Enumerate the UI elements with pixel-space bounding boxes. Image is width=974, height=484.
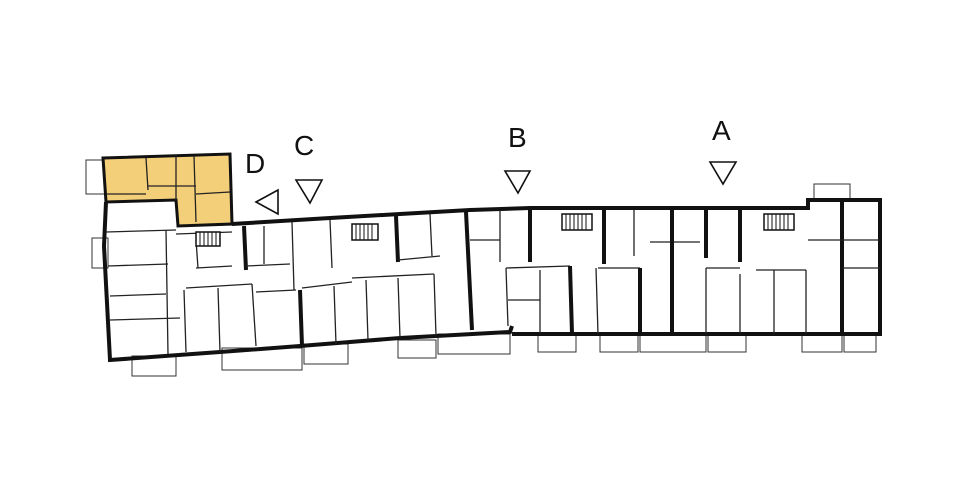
triangle-down-icon[interactable] — [708, 161, 738, 186]
section-label-b: B — [508, 122, 527, 153]
staircases — [195, 213, 795, 247]
triangle-left-icon[interactable] — [254, 188, 279, 216]
section-label-d: D — [245, 148, 265, 179]
balconies — [85, 159, 877, 377]
triangle-down-icon[interactable] — [503, 170, 532, 195]
building-outline — [101, 198, 882, 363]
highlighted-apartment[interactable] — [101, 152, 234, 228]
section-label-c: C — [294, 130, 314, 161]
section-label-a: A — [712, 115, 731, 146]
interior-walls — [105, 155, 880, 355]
triangle-down-icon[interactable] — [294, 179, 324, 205]
